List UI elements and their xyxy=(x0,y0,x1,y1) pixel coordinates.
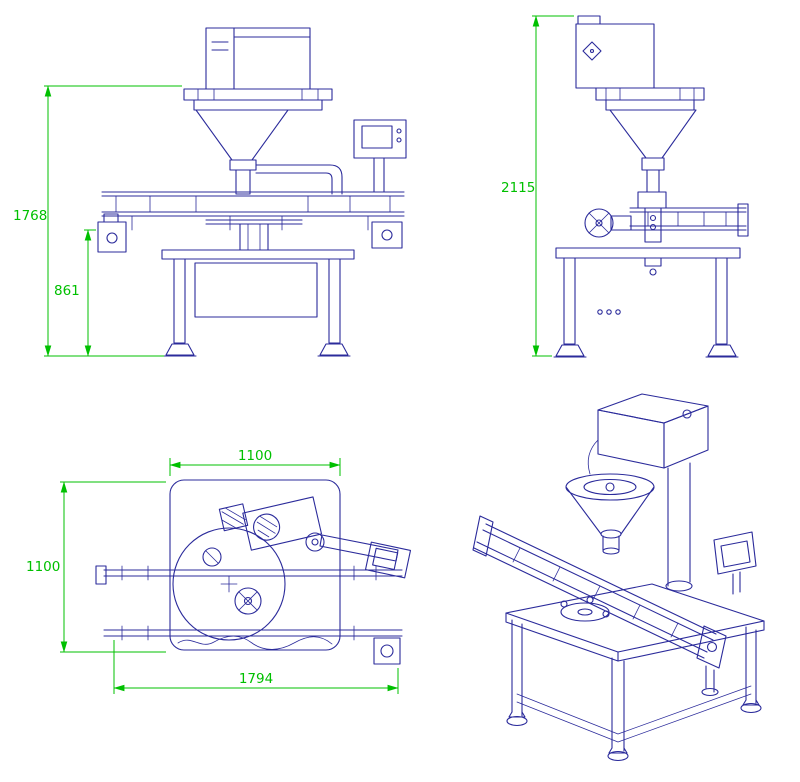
iso-conveyor xyxy=(472,515,727,697)
side-handwheel xyxy=(584,208,632,238)
isometric-view xyxy=(472,393,765,762)
dim-label-side-overall-height: 2115 xyxy=(501,180,535,196)
iso-hopper xyxy=(565,439,655,555)
side-table-frame xyxy=(553,247,741,358)
front-control-panel xyxy=(353,119,407,193)
dim-label-top-overall-length: 1794 xyxy=(239,671,273,687)
front-view-dimensions: 1768 861 xyxy=(13,85,182,357)
front-filler-head xyxy=(183,27,343,195)
iso-control-panel xyxy=(713,531,757,595)
dim-label-front-working-height: 861 xyxy=(54,283,80,299)
iso-drive-housing xyxy=(597,393,709,469)
dim-label-top-width: 1100 xyxy=(238,448,272,464)
top-auger-drive xyxy=(218,496,323,551)
side-column xyxy=(637,191,667,243)
dim-label-front-overall-height: 1768 xyxy=(13,208,47,224)
front-table-frame xyxy=(161,249,355,357)
top-conveyor xyxy=(95,565,403,665)
top-view-dimensions: 1100 1100 1794 xyxy=(26,448,399,694)
top-turntable xyxy=(172,527,286,641)
top-view xyxy=(95,479,412,665)
top-panel-arm xyxy=(305,532,412,579)
side-filler-head xyxy=(575,15,705,193)
dim-label-top-depth: 1100 xyxy=(26,559,60,575)
top-frame-plate xyxy=(169,479,341,651)
iso-column xyxy=(665,462,693,592)
front-view xyxy=(97,27,407,357)
side-view xyxy=(553,15,749,358)
side-view-dimensions: 2115 xyxy=(501,15,574,357)
side-conveyor xyxy=(629,203,749,237)
front-conveyor xyxy=(97,191,405,253)
iso-frame-legs xyxy=(506,619,762,762)
